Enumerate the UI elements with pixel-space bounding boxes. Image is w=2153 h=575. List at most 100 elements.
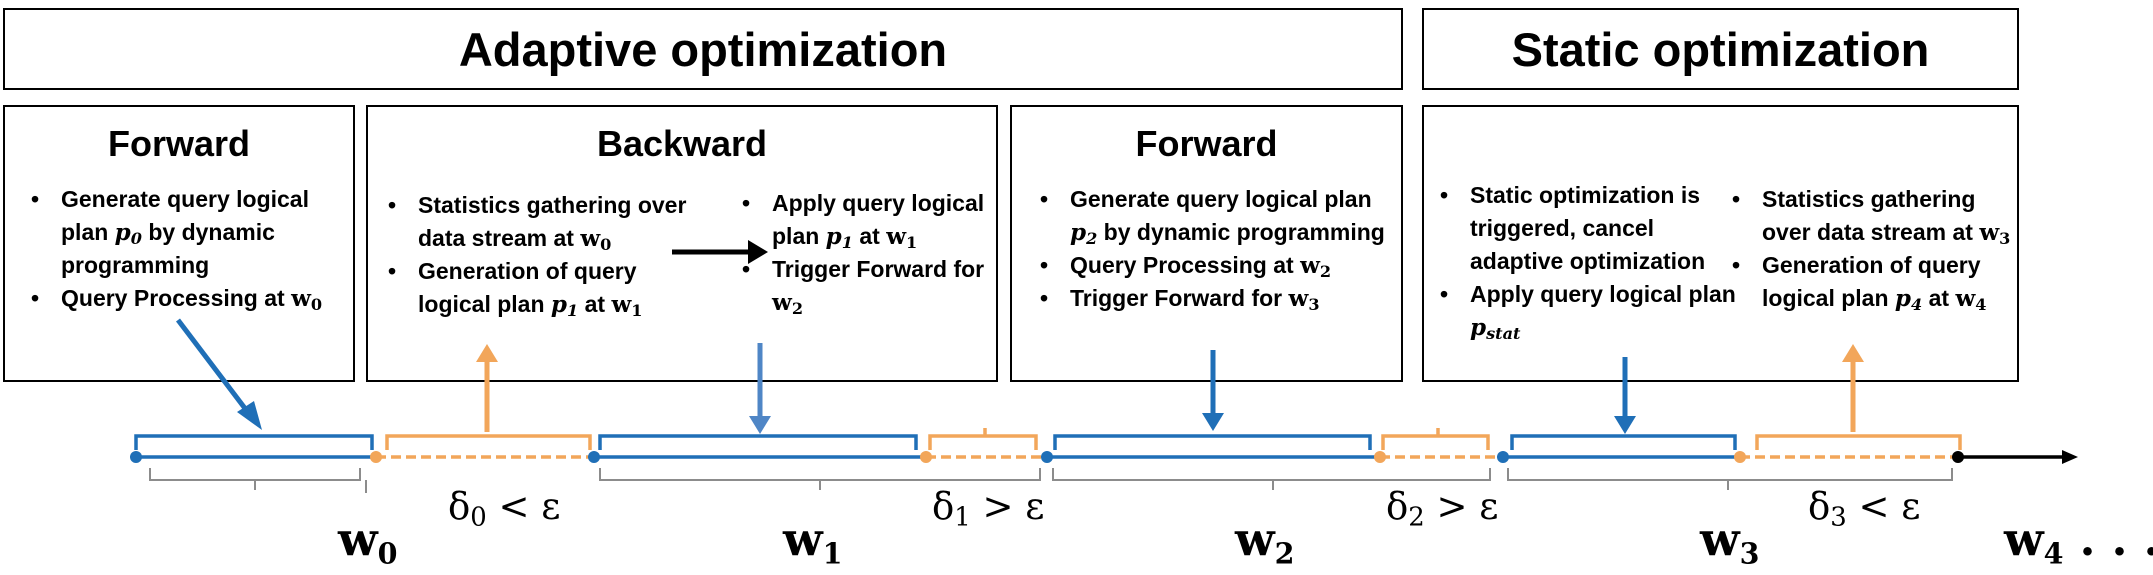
panel-title-forward-w2: Forward: [1135, 123, 1278, 164]
math-variable: w0: [580, 225, 612, 255]
static-optimization-header: Static optimization: [1422, 8, 2019, 90]
bracket-window-w1: [598, 434, 918, 450]
delta-subscript: 0: [470, 502, 487, 533]
static-left-list: Static optimization is triggered, cancel…: [1424, 179, 1736, 344]
forward-w2-list: Generate query logical plan p2 by dynami…: [1024, 183, 1400, 315]
math-subscript: 1: [841, 233, 853, 253]
math-subscript: 1: [567, 301, 579, 321]
adaptive-optimization-title: Adaptive optimization: [458, 22, 948, 76]
bullet-text: Query Processing at: [1070, 252, 1301, 278]
bullet-item: Generation of query logical plan p4 at w…: [1716, 249, 2016, 315]
panel-title-forward-w0: Forward: [107, 123, 250, 164]
math-subscript: 2: [1086, 229, 1098, 249]
timeline-dot-end-w3: [1734, 451, 1746, 463]
bullet-item: Statistics gathering over data stream at…: [1716, 183, 2016, 249]
math-subscript: 4: [1975, 295, 1987, 315]
delta-relation: < ε: [486, 485, 561, 528]
math-variable: w0: [291, 285, 323, 315]
bullet-text: Static optimization is triggered, cancel…: [1470, 182, 1706, 274]
delta-label-2: δ2 > ε: [1386, 485, 1499, 533]
delta-relation: > ε: [970, 485, 1045, 528]
timeline-dot-start-w4: [1952, 451, 1964, 463]
arrowhead-down-w1: [749, 416, 771, 434]
math-subscript: 0: [600, 235, 612, 255]
forward-panel-w0: Forward Generate query logical plan p0 b…: [3, 105, 355, 382]
bullet-text: at: [1922, 285, 1956, 311]
brace-w0: [149, 468, 361, 490]
timeline-dot-end-w0: [370, 451, 382, 463]
math-subscript: stat: [1486, 324, 1521, 344]
bullet-text: Generate query logical plan: [61, 186, 309, 245]
bullet-item: Static optimization is triggered, cancel…: [1424, 179, 1736, 278]
window-subscript: 1: [822, 536, 843, 571]
forward-w0-list: Generate query logical plan p0 by dynami…: [15, 183, 351, 315]
bullet-text: at: [578, 291, 612, 317]
bullet-text: at: [852, 223, 887, 249]
delta-label-1: δ1 > ε: [932, 485, 1045, 533]
brace-w3: [1507, 468, 1953, 490]
delta-subscript: 2: [1408, 502, 1425, 533]
window-subscript: 2: [1274, 536, 1295, 571]
math-subscript: 3: [1308, 295, 1320, 315]
bullet-item: Apply query logical plan p1 at w1: [726, 187, 998, 253]
timeline-dot-start-w3: [1497, 451, 1509, 463]
arrowhead-up-static: [1842, 344, 1864, 362]
bullet-item: Generation of query logical plan p1 at w…: [372, 255, 698, 321]
math-subscript: 2: [1319, 262, 1332, 282]
window-label-w2: w2: [1235, 512, 1295, 571]
window-subscript: 3: [1739, 536, 1760, 571]
bullet-text: Generation of query logical plan: [1762, 252, 1981, 311]
backward-right-list: Apply query logical plan p1 at w1Trigger…: [726, 187, 998, 319]
delta-label-3: δ3 < ε: [1808, 485, 1921, 533]
math-variable: p1: [825, 223, 853, 253]
window-label-w3: w3: [1700, 512, 1760, 571]
math-subscript: 0: [310, 295, 323, 315]
arrowhead-forward-w0: [237, 401, 262, 430]
window-label-w1: w1: [783, 512, 843, 571]
bracket-delta-1: [928, 428, 1038, 450]
backward-panel: Backward Statistics gathering over data …: [366, 105, 998, 382]
bullet-text: Apply query logical plan: [772, 190, 985, 249]
arrowhead-down-w2: [1202, 413, 1224, 431]
bracket-delta-0: [385, 434, 592, 450]
panel-title-backward: Backward: [596, 123, 768, 164]
static-right-list: Statistics gathering over data stream at…: [1716, 183, 2016, 315]
math-variable: w3: [1979, 219, 2011, 249]
bullet-text: Statistics gathering over data stream at: [418, 192, 687, 251]
delta-subscript: 3: [1830, 502, 1847, 533]
backward-flow-arrowhead: [748, 240, 768, 264]
bracket-window-w3: [1510, 434, 1737, 450]
bullet-item: Query Processing at w2: [1024, 249, 1400, 282]
timeline-dot-start-w1: [588, 451, 600, 463]
brace-w1: [599, 468, 1041, 490]
bullet-item: Generate query logical plan p2 by dynami…: [1024, 183, 1400, 249]
window-label-w0: w0: [338, 512, 398, 571]
delta-relation: < ε: [1846, 485, 1921, 528]
bullet-text: by dynamic programming: [61, 219, 275, 278]
bracket-delta-2: [1381, 428, 1490, 450]
bullet-text: Generation of query logical plan: [418, 258, 637, 317]
math-subscript: 1: [906, 233, 918, 253]
timeline-dot-end-w1: [920, 451, 932, 463]
bracket-window-w0: [134, 434, 374, 450]
window-subscript: 0: [377, 536, 398, 571]
math-variable: w1: [886, 223, 918, 253]
math-variable: w2: [772, 289, 804, 319]
timeline-dot-start-w2: [1041, 451, 1053, 463]
math-subscript: 2: [791, 299, 804, 319]
arrow-forward-w0: [176, 318, 252, 417]
static-optimization-title: Static optimization: [1511, 22, 1930, 76]
math-variable: p1: [550, 291, 579, 321]
math-variable: p4: [1894, 285, 1923, 315]
bullet-text: Statistics gathering over data stream at: [1762, 186, 1980, 245]
bullet-text: Apply query logical plan: [1470, 281, 1736, 307]
math-variable: w2: [1300, 252, 1332, 282]
backward-left-list: Statistics gathering over data stream at…: [372, 189, 698, 321]
math-variable: p0: [114, 219, 142, 249]
math-subscript: 4: [1911, 295, 1923, 315]
delta-relation: > ε: [1424, 485, 1499, 528]
bullet-item: Trigger Forward for w2: [726, 253, 998, 319]
window-label-w4: w4 . . .: [2004, 512, 2153, 568]
bullet-item: Query Processing at w0: [15, 282, 351, 315]
